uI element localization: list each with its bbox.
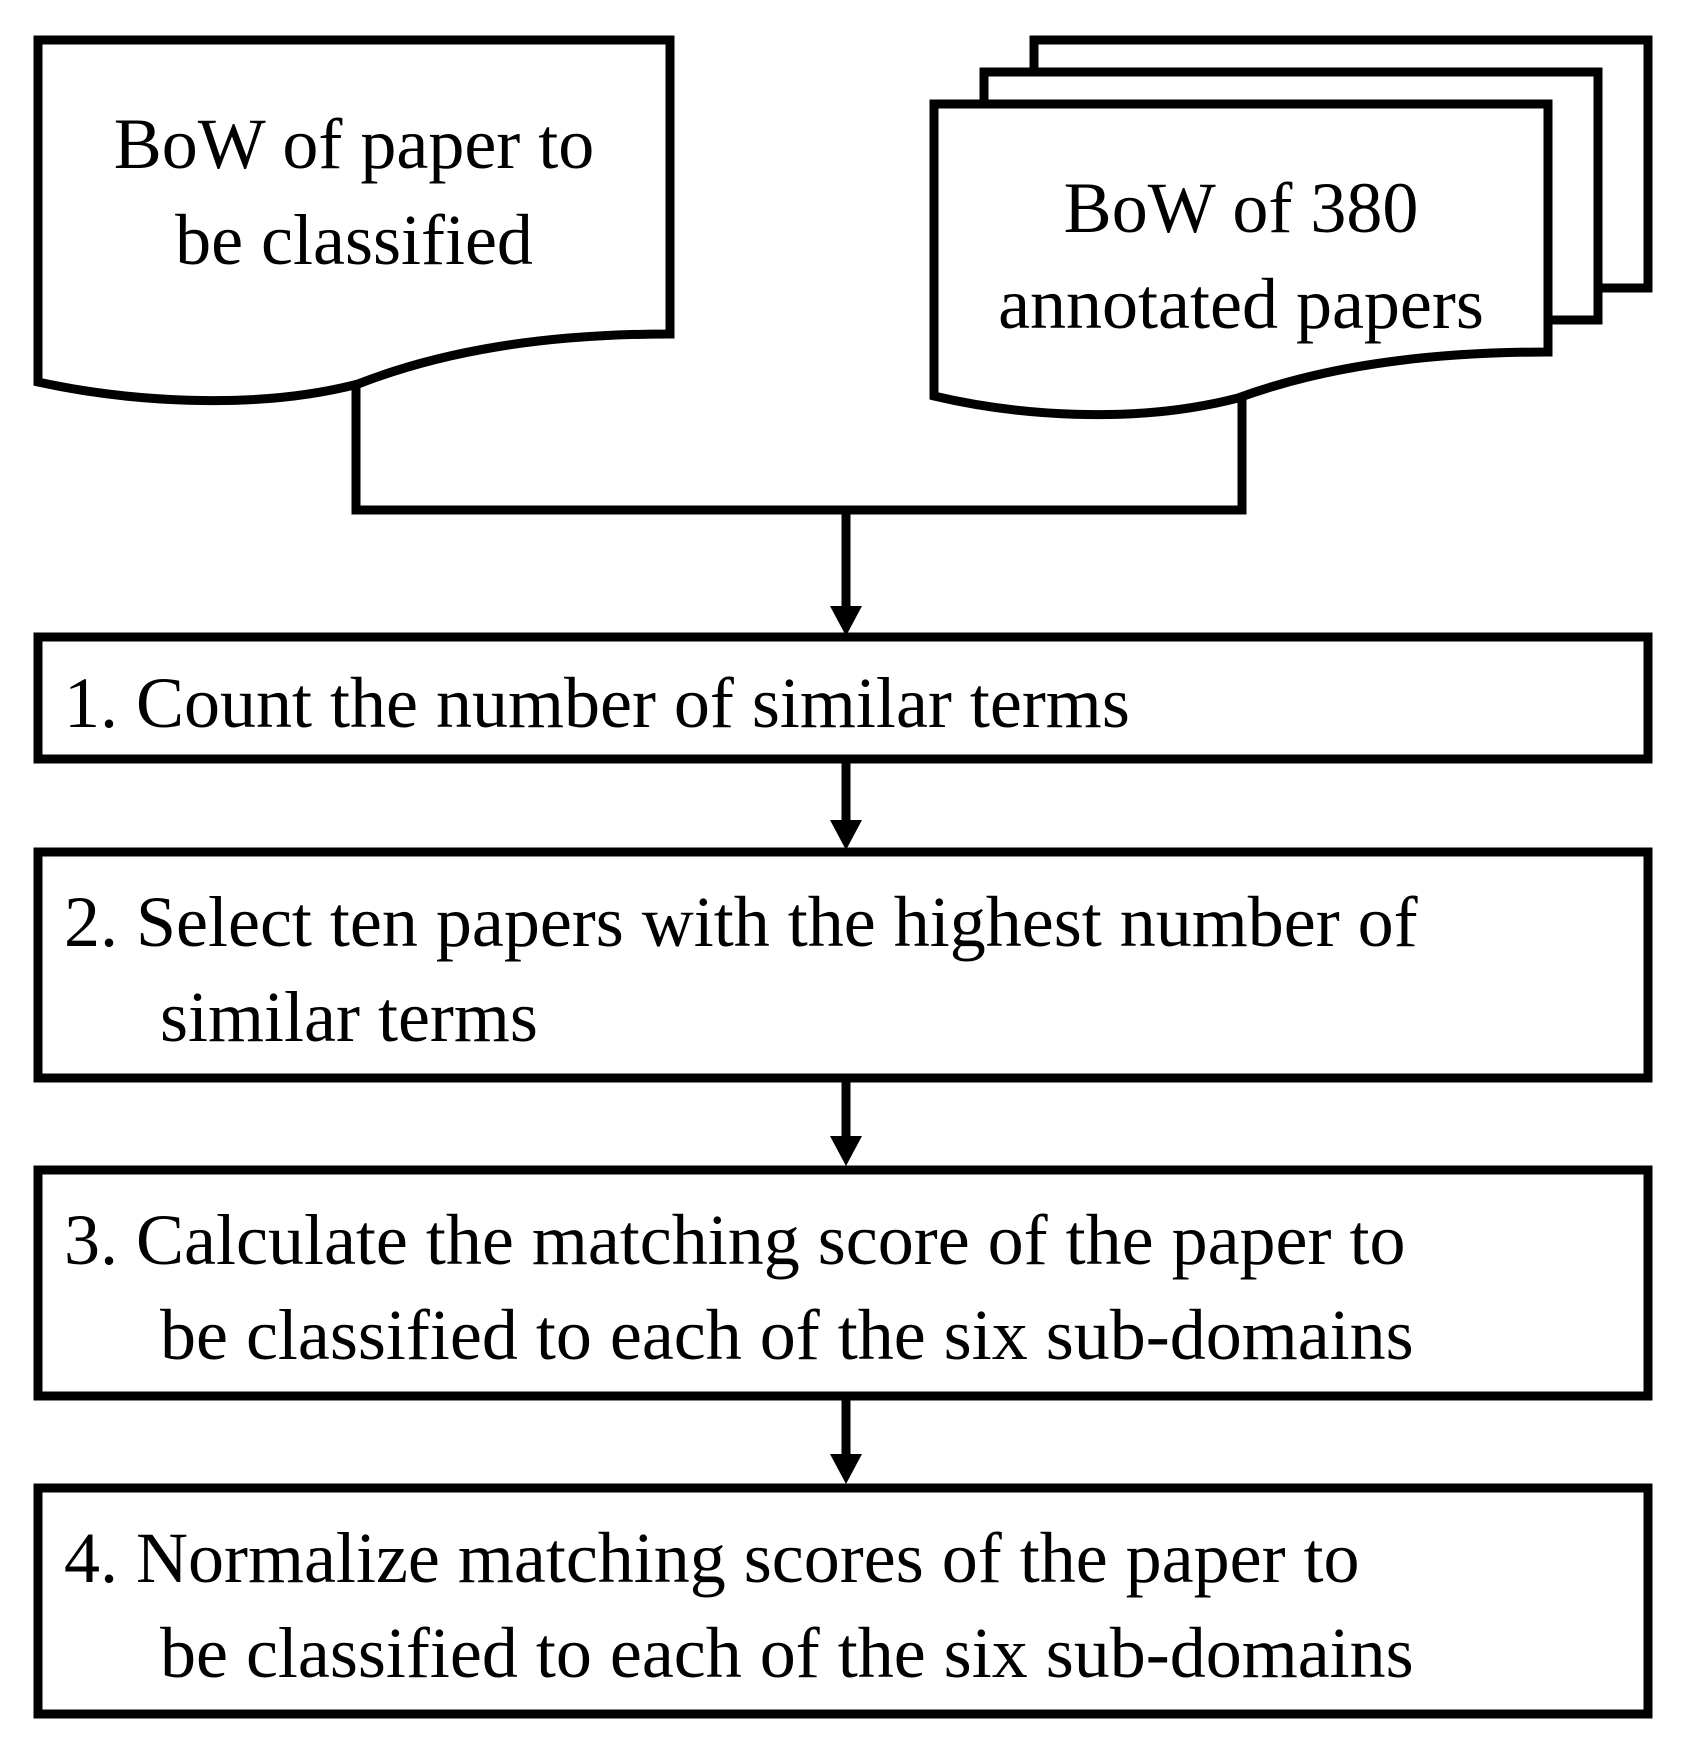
input-paper-document: BoW of paper to be classified: [33, 35, 675, 406]
annotated-papers-label-line-1: BoW of 380: [1064, 168, 1419, 248]
annotated-papers-front-sheet: [929, 99, 1553, 420]
step-1: 1. Count the number of similar terms: [33, 632, 1653, 764]
step-3: 3. Calculate the matching score of the p…: [33, 1165, 1653, 1401]
arrow-step-2-to-3: [830, 1078, 862, 1166]
arrow-step-1-to-2-head: [830, 820, 862, 850]
input-paper-label-line-1: BoW of paper to: [114, 104, 595, 184]
annotated-papers-label-line-2: annotated papers: [998, 264, 1484, 344]
step-4-box: [33, 1483, 1653, 1719]
arrow-step-3-to-4: [830, 1396, 862, 1484]
arrow-step-2-to-3-head: [830, 1136, 862, 1166]
step-2-line-1: 2. Select ten papers with the highest nu…: [64, 882, 1418, 962]
arrow-step-1-to-2: [830, 759, 862, 850]
input-paper-label-line-2: be classified: [175, 200, 533, 280]
annotated-papers-document-stack: BoW of 380 annotated papers: [929, 35, 1653, 420]
step-4: 4. Normalize matching scores of the pape…: [33, 1483, 1653, 1719]
arrow-step-3-to-4-head: [830, 1454, 862, 1484]
step-1-box: [33, 632, 1653, 764]
step-2: 2. Select ten papers with the highest nu…: [33, 847, 1653, 1083]
step-4-line-1: 4. Normalize matching scores of the pape…: [64, 1518, 1360, 1598]
merge-connector-lines: [351, 384, 1247, 610]
merge-connector: [351, 384, 1247, 636]
step-3-line-1: 3. Calculate the matching score of the p…: [64, 1200, 1406, 1280]
step-2-line-2: similar terms: [160, 977, 538, 1057]
step-4-line-2: be classified to each of the six sub-dom…: [160, 1613, 1414, 1693]
step-1-line-1: 1. Count the number of similar terms: [64, 663, 1130, 743]
step-3-line-2: be classified to each of the six sub-dom…: [160, 1295, 1414, 1375]
merge-arrow-head: [830, 606, 862, 636]
